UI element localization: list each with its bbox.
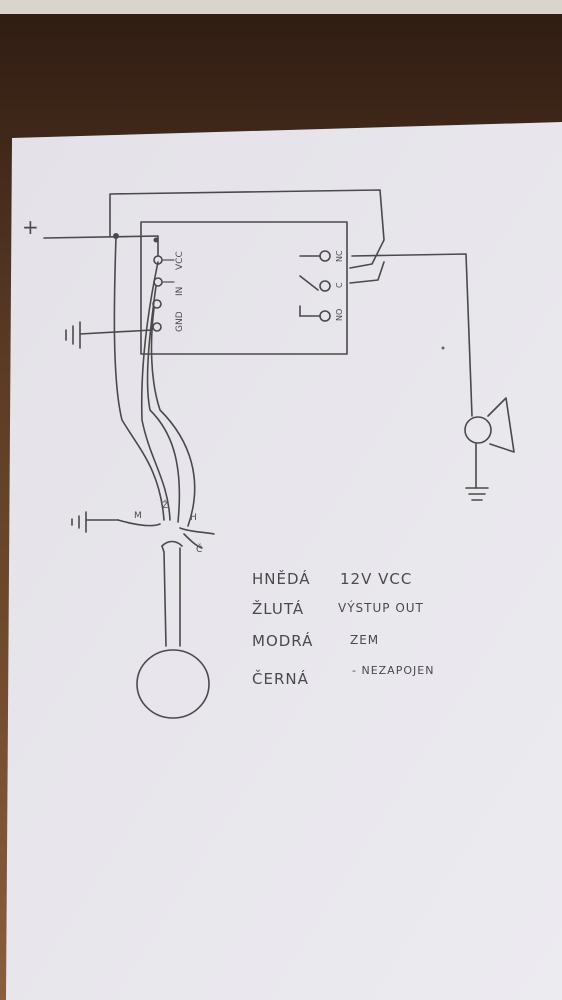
right-pin-nc <box>299 250 331 262</box>
power-input: + <box>22 215 159 257</box>
paper-sheet <box>6 122 562 1000</box>
pin-label-vcc: VCC <box>175 251 185 270</box>
speaker-cone <box>464 416 492 444</box>
wire-label-c: Č <box>196 543 202 555</box>
junction-dot-2 <box>153 237 159 243</box>
speaker <box>351 253 515 489</box>
relay-common-wire <box>349 261 385 284</box>
pin-label-no: NO <box>335 309 344 321</box>
wall-strip <box>0 0 562 14</box>
legend-color-3: MODRÁ <box>252 631 313 650</box>
power-plus-label: + <box>22 215 40 239</box>
relay-loop-wire <box>109 189 385 269</box>
legend-color-2: ŽLUTÁ <box>252 599 304 618</box>
sensor-probe <box>136 540 210 719</box>
legend-color-1: HNĚDÁ <box>252 569 311 588</box>
legend-meaning-1: 12V VCC <box>340 570 412 588</box>
legend-meaning-3: ZEM <box>350 633 379 647</box>
ground-symbol-sensor <box>71 511 119 533</box>
left-pin-extra <box>152 322 162 332</box>
right-pin-c <box>299 275 331 292</box>
sensor-wires <box>113 235 196 527</box>
legend-color-4: ČERNÁ <box>252 669 309 688</box>
pin-label-in: IN <box>175 287 185 296</box>
legend-meaning-4: - NEZAPOJEN <box>352 664 434 677</box>
legend-meaning-2: VÝSTUP OUT <box>338 600 424 615</box>
wire-color-legend: HNĚDÁ 12V VCC ŽLUTÁ VÝSTUP OUT MODRÁ ZEM… <box>252 569 434 688</box>
relay-module-box <box>140 221 348 355</box>
pencil-dot <box>441 346 445 350</box>
wire-label-z: Ž <box>162 499 168 511</box>
pin-label-gnd: GND <box>175 311 185 332</box>
sensor-dome <box>136 649 210 719</box>
ground-symbol-speaker <box>465 487 489 501</box>
pin-label-c: C <box>335 282 344 288</box>
sensor-wire-ends <box>117 519 215 549</box>
right-pin-no <box>299 305 331 322</box>
ground-symbol-left <box>65 321 153 349</box>
wire-label-h: H <box>190 513 197 523</box>
wire-label-m: M <box>134 511 142 521</box>
pin-label-nc: NC <box>335 250 344 262</box>
